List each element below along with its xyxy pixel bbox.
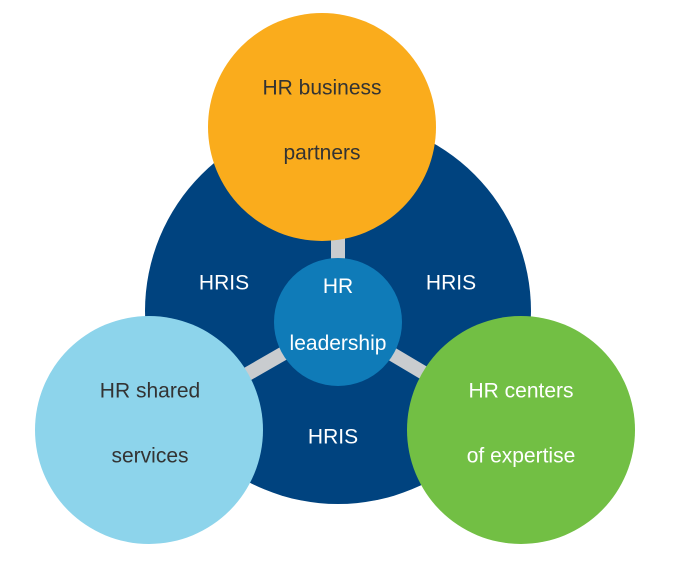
hris-label-bottom: HRIS — [307, 425, 359, 449]
hr-leadership-line-1: HR — [322, 275, 354, 299]
hr-centers-of-expertise-label: HR centers of expertise — [467, 343, 576, 506]
hr-leadership-line-2: leadership — [289, 332, 387, 356]
hris-label-upper-right: HRIS — [425, 271, 477, 295]
hr-shared-services-line-1: HR shared — [99, 379, 201, 403]
hr-shared-services-label: HR shared services — [100, 343, 200, 506]
hr-business-partners-label: HR business partners — [262, 40, 381, 203]
hr-shared-services-line-2: services — [111, 444, 189, 468]
hris-label-upper-left: HRIS — [198, 271, 250, 295]
hr-business-partners-line-1: HR business — [262, 76, 382, 100]
hr-leadership-circle — [274, 258, 402, 386]
hr-leadership-label: HR leadership — [290, 245, 387, 387]
hr-business-partners-line-2: partners — [283, 141, 361, 165]
hr-business-partners-circle — [208, 13, 436, 241]
hr-shared-services-circle — [35, 316, 263, 544]
hr-centers-of-expertise-circle — [407, 316, 635, 544]
hr-centers-of-expertise-line-1: HR centers — [468, 379, 574, 403]
hr-centers-of-expertise-line-2: of expertise — [466, 444, 576, 468]
